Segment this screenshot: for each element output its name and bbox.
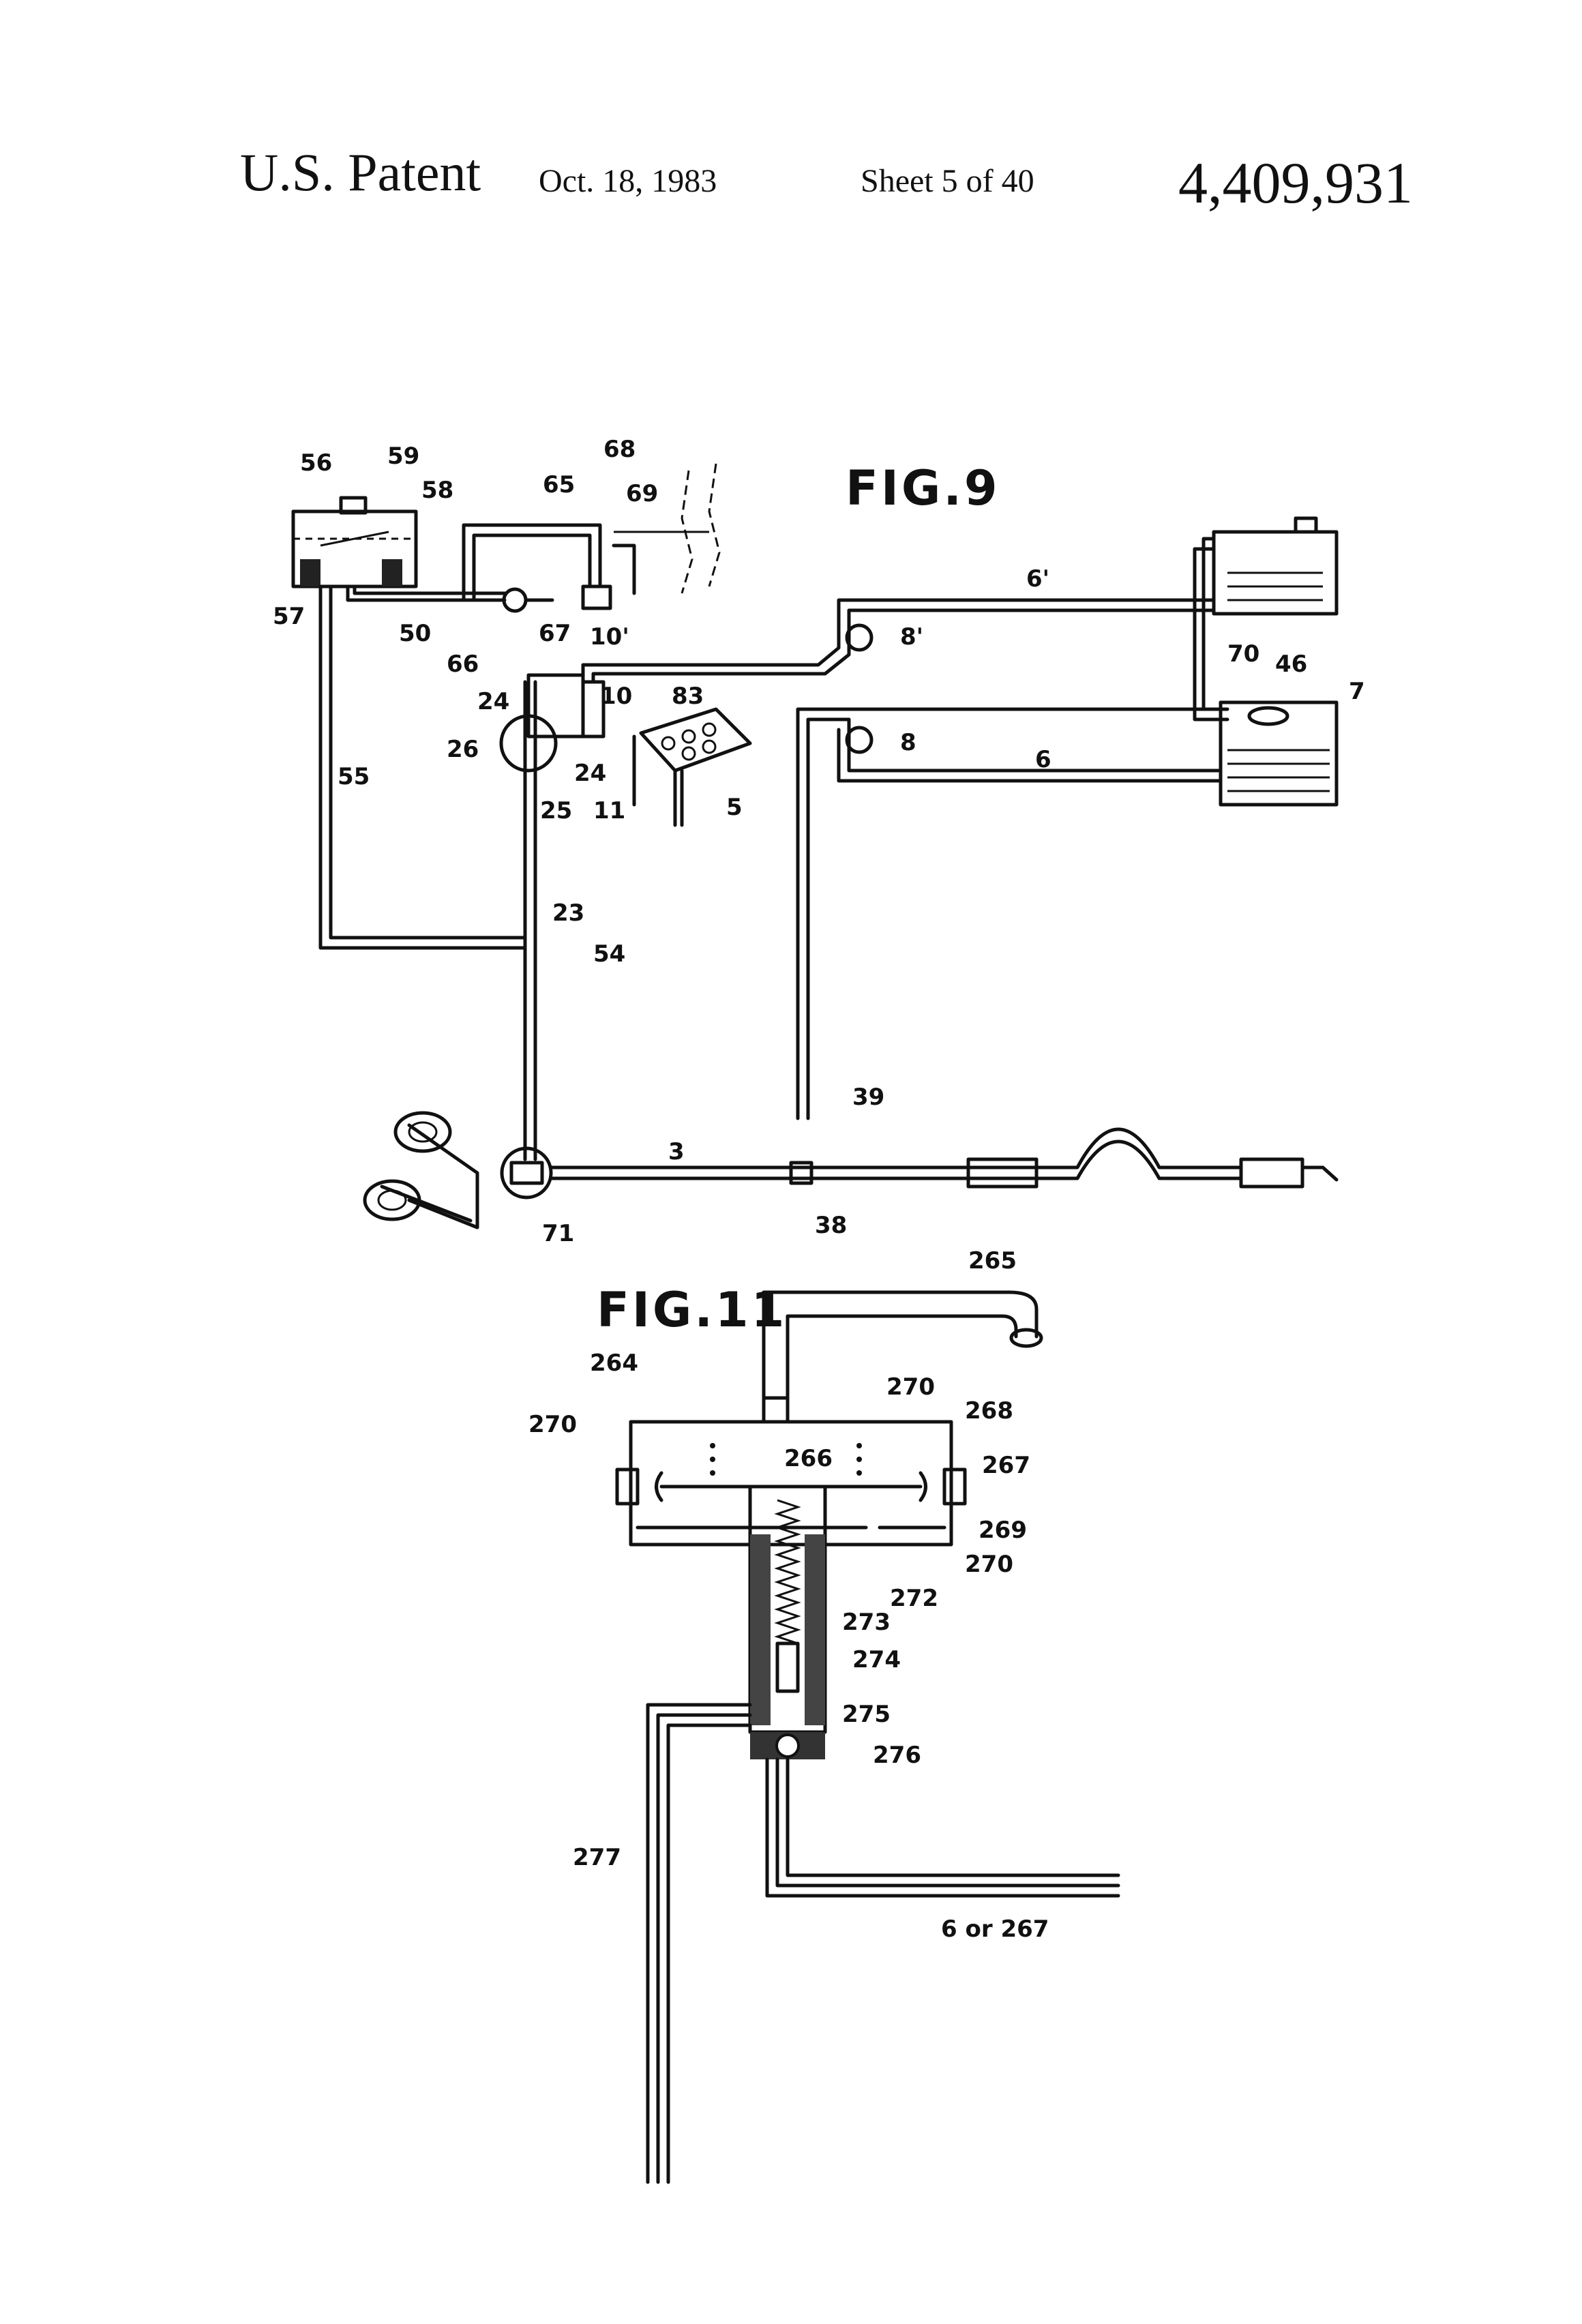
fig9-label: 24 bbox=[574, 760, 606, 787]
fig11-label: 275 bbox=[842, 1701, 891, 1728]
fig11-label: 266 bbox=[784, 1445, 833, 1472]
manifold-71 bbox=[365, 1113, 551, 1227]
fig9-label: 46 bbox=[1275, 651, 1307, 678]
fig11-label: 268 bbox=[965, 1397, 1013, 1425]
fig9-label: 70 bbox=[1227, 640, 1259, 668]
upper-tank bbox=[1214, 518, 1337, 614]
fig11-label: 273 bbox=[842, 1609, 891, 1636]
fig9-label: 39 bbox=[852, 1084, 884, 1111]
fig11-title: FIG.11 bbox=[597, 1282, 787, 1338]
fig9-label: 24 bbox=[477, 688, 509, 715]
fig9-label: 55 bbox=[338, 763, 370, 790]
fig9-label: 69 bbox=[626, 480, 658, 507]
fig9-label: 10 bbox=[600, 683, 632, 710]
fig9-label: 67 bbox=[539, 620, 571, 647]
fig9-label: 11 bbox=[593, 797, 625, 824]
fig9-label: 26 bbox=[447, 736, 479, 763]
fig9-label: 8' bbox=[900, 623, 923, 651]
fig9-label: 54 bbox=[593, 940, 625, 968]
fig9-label: 71 bbox=[542, 1220, 574, 1247]
fig11-label: 267 bbox=[982, 1452, 1030, 1479]
fig11-label: 265 bbox=[968, 1247, 1017, 1275]
fig9-label: 58 bbox=[421, 477, 453, 504]
fig9-label: 65 bbox=[543, 471, 575, 498]
fig9-label: 23 bbox=[552, 899, 584, 927]
fig11-label: 274 bbox=[852, 1646, 901, 1673]
fig11-label: 264 bbox=[590, 1350, 638, 1377]
fig9-label: 83 bbox=[672, 683, 704, 710]
fig9-label: 68 bbox=[603, 436, 636, 463]
fig9-title: FIG.9 bbox=[846, 460, 1000, 516]
fig9-label: 3 bbox=[668, 1138, 685, 1165]
fig9-label: 38 bbox=[815, 1212, 847, 1239]
fig9-label: 50 bbox=[399, 620, 431, 647]
fig9-label: 56 bbox=[300, 449, 332, 477]
fig9-label: 5 bbox=[726, 794, 743, 821]
fig9-label: 25 bbox=[540, 797, 572, 824]
fig9-label: 6' bbox=[1026, 565, 1049, 593]
fig9-label: 66 bbox=[447, 651, 479, 678]
fuel-tank-7 bbox=[1221, 702, 1337, 805]
fig11-label: 269 bbox=[979, 1517, 1027, 1544]
fig11-label: 272 bbox=[890, 1585, 938, 1612]
fig11-label: 270 bbox=[965, 1551, 1013, 1578]
fig11-label: 6 or 267 bbox=[941, 1916, 1049, 1943]
fig9-label: 7 bbox=[1349, 678, 1365, 705]
fig9-label: 10' bbox=[590, 623, 629, 651]
fig11-label: 270 bbox=[886, 1373, 935, 1401]
fig9-label: 6 bbox=[1035, 746, 1051, 773]
fig11-label: 276 bbox=[873, 1742, 921, 1769]
fig9-label: 57 bbox=[273, 603, 305, 630]
fig11-label: 270 bbox=[528, 1411, 577, 1438]
fig11-label: 277 bbox=[573, 1844, 621, 1871]
fig9-label: 59 bbox=[387, 443, 419, 470]
tank-56 bbox=[293, 498, 416, 586]
fig9-label: 8 bbox=[900, 729, 916, 756]
